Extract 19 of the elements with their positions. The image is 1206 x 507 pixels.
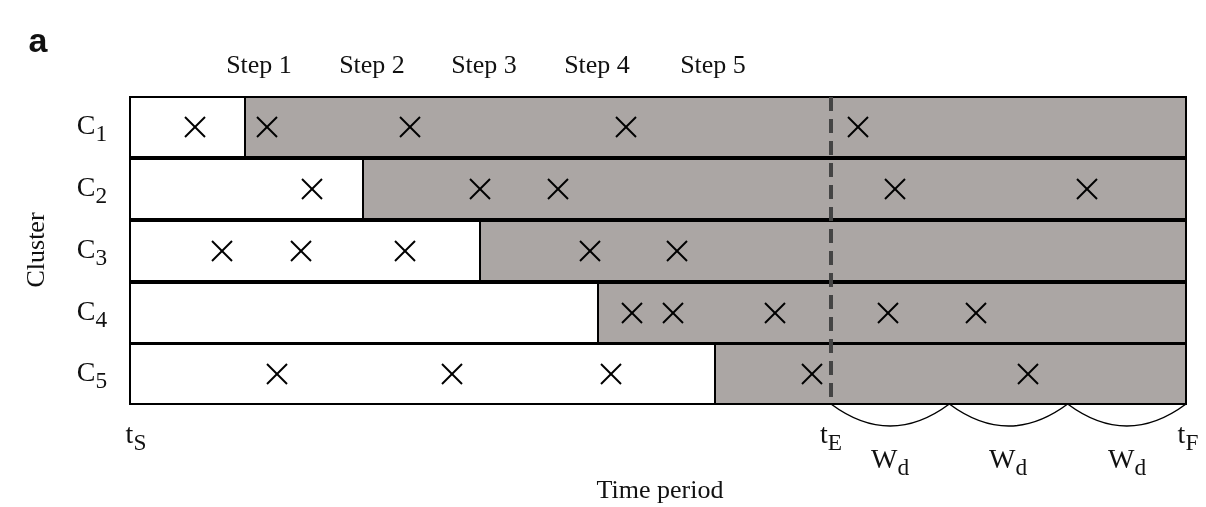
step-label: Step 4 bbox=[564, 52, 630, 78]
cluster-label: C$_{2}$ bbox=[76, 173, 108, 207]
time-label: t$_{F}$ bbox=[1177, 420, 1199, 454]
axis-title: Cluster bbox=[23, 212, 49, 288]
step-label: Step 5 bbox=[680, 52, 746, 78]
window-label: W$_{d}$ bbox=[870, 445, 910, 479]
cluster-label: C$_{4}$ bbox=[76, 297, 108, 331]
label-letter: a bbox=[28, 23, 48, 57]
cluster-label: C$_{5}$ bbox=[76, 358, 108, 392]
step-label: Step 1 bbox=[226, 52, 292, 78]
axis-title: Time period bbox=[596, 477, 724, 503]
time-label: t$_{E}$ bbox=[820, 420, 842, 454]
step-label: Step 2 bbox=[339, 52, 405, 78]
window-label: W$_{d}$ bbox=[1107, 445, 1147, 479]
window-label: W$_{d}$ bbox=[988, 445, 1028, 479]
cluster-label: C$_{1}$ bbox=[76, 111, 108, 145]
cluster-label: C$_{3}$ bbox=[76, 235, 108, 269]
step-label: Step 3 bbox=[451, 52, 517, 78]
time-label: t$_{S}$ bbox=[125, 420, 147, 454]
